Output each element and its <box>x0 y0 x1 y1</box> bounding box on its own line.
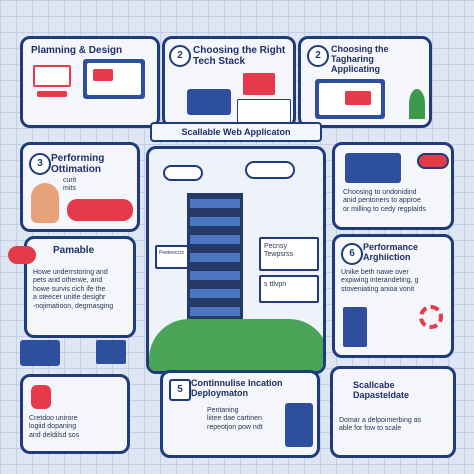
tower-side-text: Peeteeccrs <box>159 250 185 256</box>
panel-tech-stack: 2 Choosing the Right Tech Stack <box>162 36 296 128</box>
panel-right-body: Choosing to undonidind anid pentoners to… <box>343 189 426 213</box>
panel-scale: Scallcabe Dapasteldate Domar a delpoimer… <box>330 366 456 458</box>
tower-side-text: Pecnsy Tewpsrss <box>264 243 294 259</box>
bush-icon <box>149 319 323 371</box>
car-label: curit mits <box>63 177 77 193</box>
step-number: 6 <box>341 243 363 265</box>
cloud-icon <box>245 161 295 179</box>
person-avatar <box>31 183 59 223</box>
panel-pamable-title: Pamable <box>53 245 95 256</box>
chart-icon <box>345 91 371 105</box>
server-stack-icon <box>343 307 367 347</box>
tower-floor <box>190 253 240 262</box>
panel-ci: 5 Continnulise Incation Deploymaton Pent… <box>160 370 320 458</box>
note-lines-icon <box>37 91 67 97</box>
panel-planning-title: Plamning & Design <box>31 45 123 56</box>
panel-planning: Plamning & Design <box>20 36 160 128</box>
laptop-icon <box>187 89 231 115</box>
tower-side-text: s ttlvpn <box>264 281 287 288</box>
info-card: Pecnsy Tewpsrss <box>259 237 319 271</box>
panel-bottom-left: Cretdoo unirore logiid dopaning and deld… <box>20 374 130 454</box>
tower-floor <box>190 271 240 280</box>
panel-choosing: 2 Choosing the Tagharing Applicating <box>298 36 432 128</box>
car-icon <box>67 199 133 221</box>
card-icon <box>237 99 291 123</box>
gear-icon <box>419 305 443 329</box>
panel-arch-title: Performance Arghiiction <box>363 242 419 262</box>
server-box-icon <box>96 340 126 364</box>
note-icon <box>33 65 71 87</box>
panel-scale-title: Scallcabe Dapasteldate <box>353 380 410 400</box>
panel-architecture: 6 Performance Arghiiction Unike beth naw… <box>332 234 454 358</box>
tower-floor <box>190 217 240 226</box>
panel-pamable: Pamable Howe underrstoring and pets and … <box>24 236 136 338</box>
laptop-icon <box>20 340 60 366</box>
database-icon <box>31 385 51 409</box>
plant-icon <box>409 89 425 119</box>
panel-scale-body: Domar a delpoimerbing as able for fow to… <box>339 417 422 433</box>
panel-ci-title: Continnulise Incation Deploymaton <box>191 378 283 398</box>
panel-tech-title: Choosing the Right Tech Stack <box>193 45 286 67</box>
tower-floor <box>190 307 240 316</box>
panel-arch-body: Unike beth nawe over expiwing interandet… <box>341 269 419 293</box>
sticky-note-icon <box>243 73 275 95</box>
step-number: 2 <box>169 45 191 67</box>
panel-choose-title: Choosing the Tagharing Applicating <box>331 44 389 74</box>
step-number: 2 <box>307 45 329 67</box>
tower-floor <box>190 235 240 244</box>
cloud-badge-icon <box>8 246 36 264</box>
panel-pamable-body: Howe underrstoring and pets and otherwe,… <box>33 269 114 310</box>
panel-performing: 3 Performing Ottimation curit mits <box>20 142 140 232</box>
center-banner: Scallable Web Applicaton <box>150 122 322 142</box>
cloud-icon <box>163 165 203 181</box>
chart-icon <box>93 69 113 81</box>
cloud-icon <box>417 153 449 169</box>
panel-bottom-left-body: Cretdoo unirore logiid dopaning and deld… <box>29 415 80 439</box>
phone-icon <box>285 403 313 447</box>
info-card: s ttlvpn <box>259 275 319 303</box>
tower-floor <box>190 289 240 298</box>
step-number: 5 <box>169 379 191 401</box>
panel-center-illustration: Pecnsy Tewpsrss s ttlvpn Peeteeccrs <box>146 146 326 374</box>
server-tower <box>187 193 243 329</box>
info-card: Peeteeccrs <box>155 245 189 269</box>
panel-choosing-right: Choosing to undonidind anid pentoners to… <box>332 142 454 230</box>
tower-floor <box>190 199 240 208</box>
panel-ci-body: Pentaning liitee dae cartinen repeotjon … <box>207 407 263 431</box>
step-number: 3 <box>29 153 51 175</box>
monitor-icon <box>345 153 401 183</box>
panel-perf-title: Performing Ottimation <box>51 153 105 175</box>
